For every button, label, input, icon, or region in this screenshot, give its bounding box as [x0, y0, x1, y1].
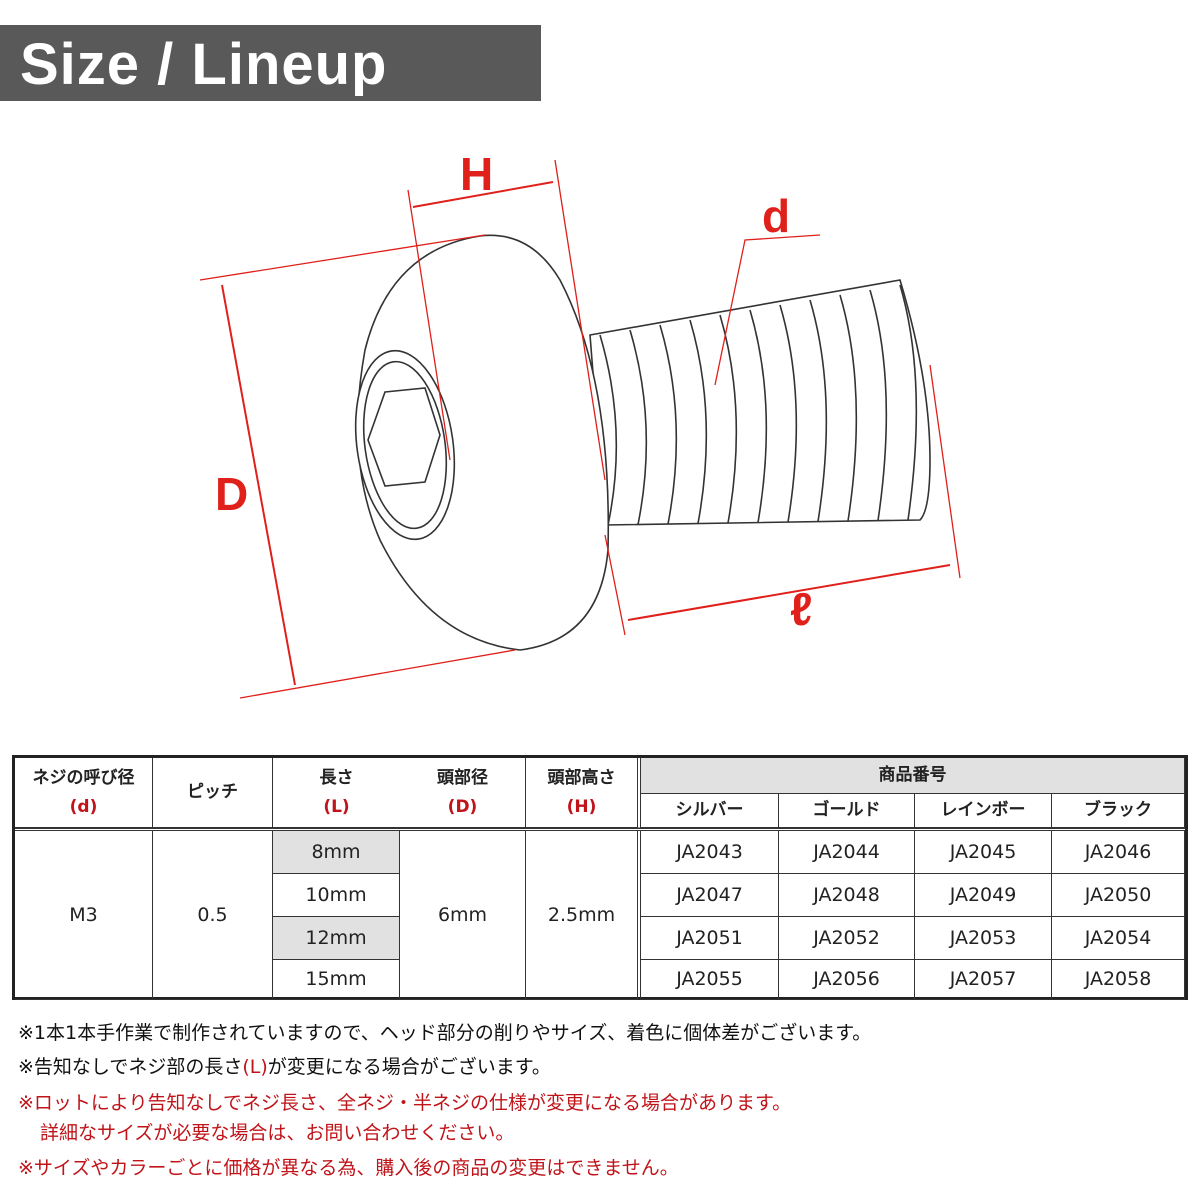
header-pitch: ピッチ	[153, 758, 273, 828]
note-2: ※告知なしでネジ部の長さ(L)が変更になる場合がございます。	[18, 1056, 551, 1078]
header-color-2: レインボー	[915, 794, 1052, 828]
cell-product-code[interactable]: JA2048	[779, 874, 915, 917]
thread-line	[809, 299, 828, 522]
thread-line	[659, 324, 678, 525]
header-D: 頭部径(D)	[400, 758, 526, 828]
header-color-3: ブラック	[1052, 794, 1185, 828]
screw-threads	[589, 279, 931, 526]
thread-line	[839, 294, 858, 522]
cell-size: M3	[15, 831, 153, 1000]
cell-product-code[interactable]: JA2057	[915, 960, 1052, 1000]
label-D: D	[215, 468, 248, 520]
thread-line	[599, 334, 618, 526]
cell-product-code[interactable]: JA2055	[641, 960, 779, 1000]
page-title: Size / Lineup	[20, 32, 388, 97]
cell-product-code[interactable]: JA2051	[641, 917, 779, 960]
screw-head	[354, 234, 610, 651]
cell-length: 10mm	[273, 874, 400, 917]
thread-line	[899, 284, 918, 521]
cell-product-code[interactable]: JA2044	[779, 831, 915, 874]
thread-line	[749, 309, 768, 523]
cell-product-code[interactable]: JA2043	[641, 831, 779, 874]
header-H: 頭部高さ(H)	[526, 758, 641, 828]
screw-diagram: H d D ℓ	[199, 148, 961, 699]
cell-length: 12mm	[273, 917, 400, 960]
cell-length: 8mm	[273, 831, 400, 874]
thread-line	[779, 304, 798, 523]
cell-product-code[interactable]: JA2050	[1052, 874, 1185, 917]
header-product-number: 商品番号	[641, 758, 1185, 794]
cell-pitch: 0.5	[153, 831, 273, 1000]
header-color-1: ゴールド	[779, 794, 915, 828]
cell-product-code[interactable]: JA2046	[1052, 831, 1185, 874]
cell-product-code[interactable]: JA2045	[915, 831, 1052, 874]
title-banner: Size / Lineup	[0, 25, 541, 101]
thread-line	[629, 329, 648, 525]
cell-product-code[interactable]: JA2058	[1052, 960, 1185, 1000]
hex-socket-icon	[367, 387, 441, 487]
note-4: 詳細なサイズが必要な場合は、お問い合わせください。	[40, 1122, 515, 1144]
size-table: ネジの呼び径(d) ピッチ 長さ(L) 頭部径(D) 頭部高さ(H) 商品番号 …	[12, 755, 1188, 1000]
cell-length: 15mm	[273, 960, 400, 1000]
note-3: ※ロットにより告知なしでネジ長さ、全ネジ・半ネジの仕様が変更になる場合があります…	[18, 1092, 792, 1114]
cell-head-diameter: 6mm	[400, 831, 526, 1000]
cell-product-code[interactable]: JA2052	[779, 917, 915, 960]
header-color-0: シルバー	[641, 794, 779, 828]
cell-product-code[interactable]: JA2054	[1052, 917, 1185, 960]
cell-product-code[interactable]: JA2049	[915, 874, 1052, 917]
cell-product-code[interactable]: JA2047	[641, 874, 779, 917]
cell-product-code[interactable]: JA2056	[779, 960, 915, 1000]
dimension-lines	[199, 159, 961, 699]
header-L: 長さ(L)	[273, 758, 400, 828]
header-d: ネジの呼び径(d)	[15, 758, 153, 828]
cell-product-code[interactable]: JA2053	[915, 917, 1052, 960]
note-5: ※サイズやカラーごとに価格が異なる為、購入後の商品の変更はできません。	[18, 1157, 679, 1179]
label-d: d	[762, 190, 790, 242]
cell-head-height: 2.5mm	[526, 831, 641, 1000]
thread-line	[869, 289, 888, 521]
thread-line	[719, 314, 738, 524]
label-H: H	[460, 148, 493, 200]
label-l: ℓ	[790, 583, 812, 635]
thread-line	[689, 319, 708, 524]
note-1: ※1本1本手作業で制作されていますので、ヘッド部分の削りやサイズ、着色に個体差が…	[18, 1022, 872, 1044]
